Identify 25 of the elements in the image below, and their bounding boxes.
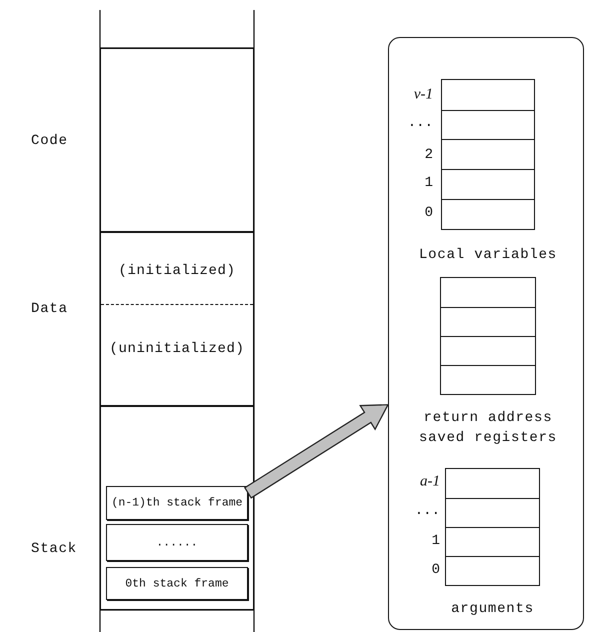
slot-index: ... xyxy=(408,115,433,131)
stack-frame xyxy=(106,524,248,561)
stack-frame xyxy=(106,486,248,520)
frame-label: 0th stack frame xyxy=(124,577,230,590)
slot-index: 0 xyxy=(432,562,440,578)
node-label: Local variables xyxy=(418,246,558,265)
frame-label: (n-1)th stack frame xyxy=(110,496,244,510)
slot-index: a-1 xyxy=(420,474,440,490)
slot-index: 0 xyxy=(424,205,433,221)
slot-index: ... xyxy=(414,503,440,519)
stack-frame xyxy=(106,567,248,600)
block-arrow xyxy=(244,404,389,499)
node-label: return address saved registers xyxy=(418,409,558,448)
node-label: Stack xyxy=(31,541,78,557)
node-label: Data xyxy=(31,301,68,317)
slot-index: v-1 xyxy=(414,86,433,104)
frame-label: ...... xyxy=(155,536,199,549)
node-label: Code xyxy=(31,133,68,149)
segment-label: (uninitialized) xyxy=(108,341,246,357)
node-label: arguments xyxy=(450,600,535,619)
segment-label: (initialized) xyxy=(117,263,237,279)
slot-index: 1 xyxy=(424,175,433,191)
slot-index: 1 xyxy=(432,533,440,549)
frame-detail-panel xyxy=(388,37,584,630)
slot-index: 2 xyxy=(424,147,433,163)
